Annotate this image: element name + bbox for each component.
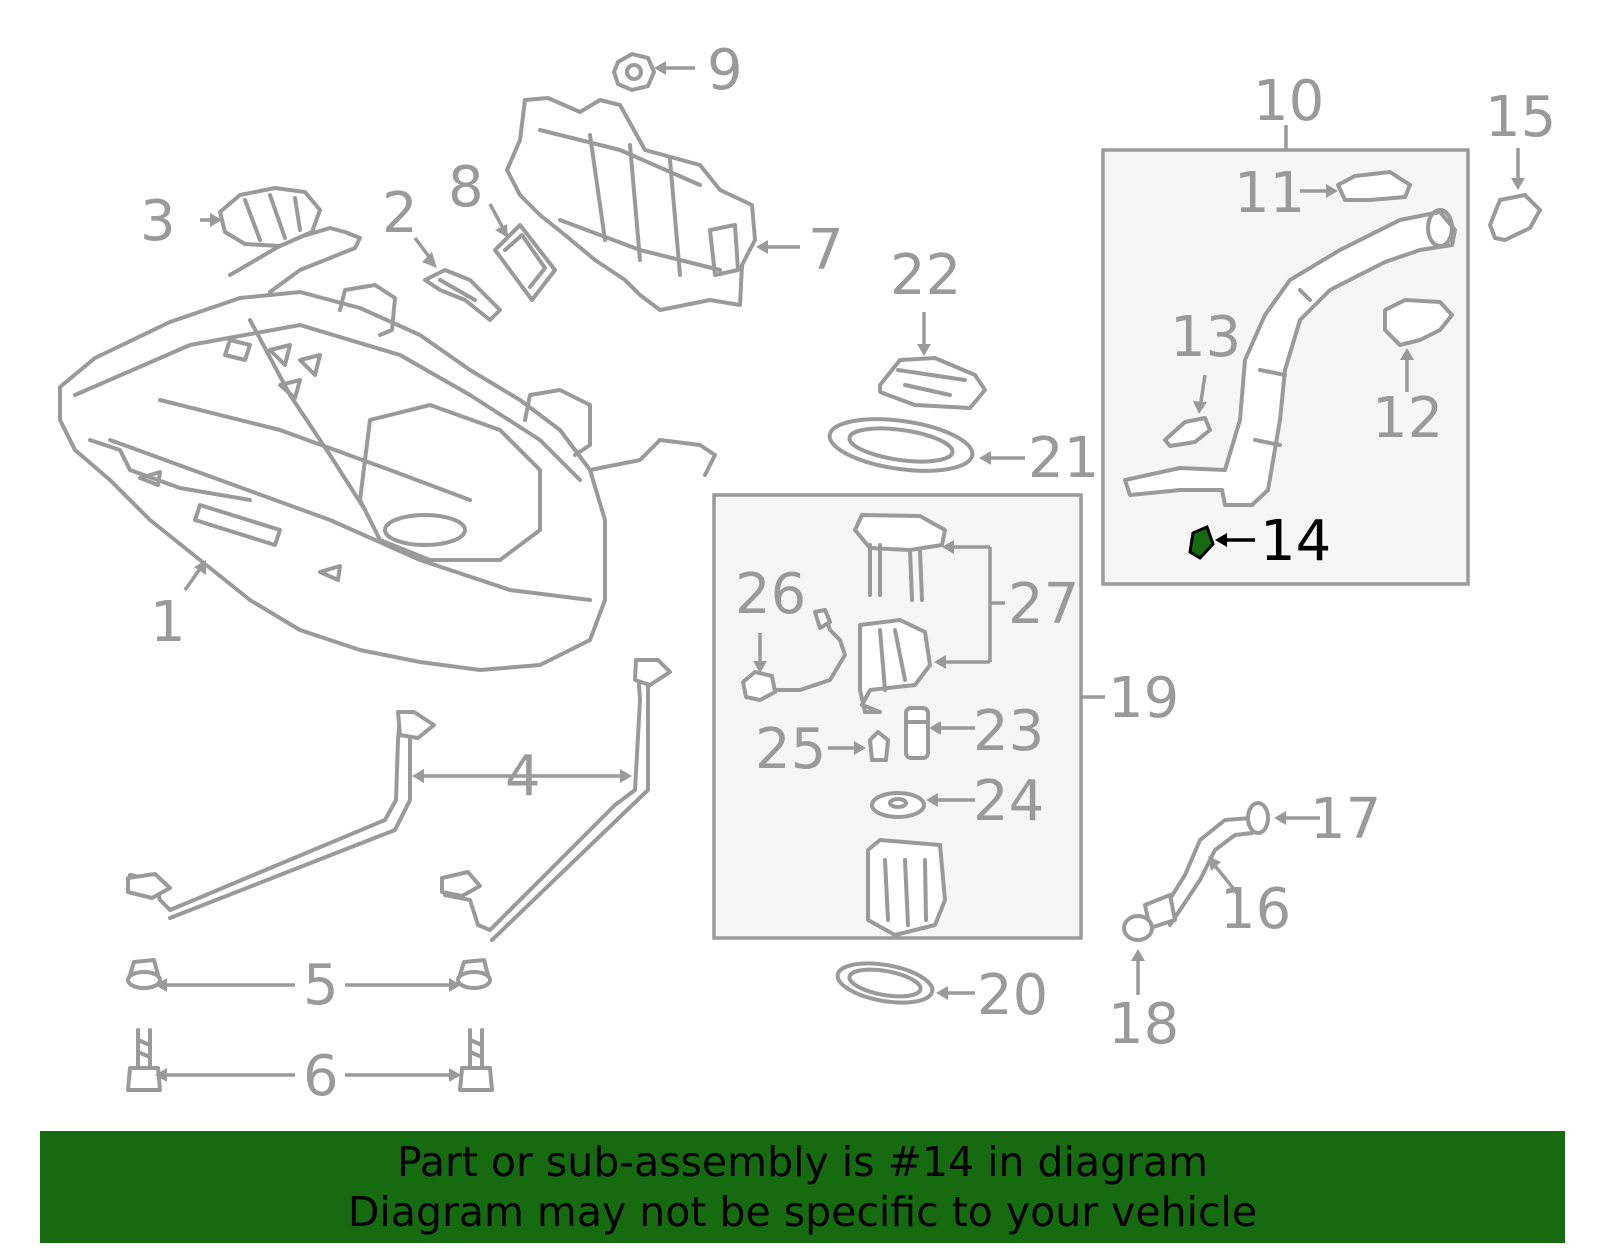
heat-insulator-part-2 — [423, 268, 502, 322]
nut-part-5-left — [126, 958, 162, 990]
fuel-tank-part — [58, 226, 717, 672]
callout-9: 9 — [707, 38, 743, 103]
callout-27: 27 — [1008, 572, 1079, 637]
gasket-part-21 — [827, 417, 975, 473]
regulator-part-24 — [870, 791, 926, 819]
cover-part-22 — [878, 356, 987, 410]
pump-reservoir-part — [866, 838, 947, 937]
pump-bracket-part-27 — [853, 513, 947, 714]
callout-22: 22 — [890, 243, 961, 308]
callout-2: 2 — [382, 181, 418, 246]
sensor-part-25 — [868, 730, 890, 762]
callout-20: 20 — [977, 963, 1048, 1028]
callout-7: 7 — [808, 218, 844, 283]
callout-11: 11 — [1234, 161, 1305, 226]
callout-24: 24 — [973, 769, 1044, 834]
bolt-part-6-left — [126, 1028, 162, 1092]
callout-26: 26 — [735, 562, 806, 627]
filler-pipe-part — [1123, 208, 1457, 507]
banner-line-2: Diagram may not be specific to your vehi… — [347, 1188, 1258, 1236]
callout-15: 15 — [1485, 85, 1556, 150]
filter-part-23 — [904, 706, 930, 760]
clamp-part-18 — [1122, 914, 1154, 942]
callout-17: 17 — [1310, 787, 1381, 852]
callout-13: 13 — [1170, 305, 1241, 370]
callout-5: 5 — [303, 953, 339, 1018]
callout-10: 10 — [1253, 69, 1324, 134]
seal-part-13 — [1163, 416, 1212, 448]
wire-harness-part-26 — [741, 608, 847, 702]
nut-part-5-right — [456, 958, 492, 990]
callout-25: 25 — [755, 717, 826, 782]
callout-19: 19 — [1108, 666, 1179, 731]
gasket-part-20 — [835, 961, 935, 1005]
callout-14: 14 — [1260, 509, 1331, 574]
bolt-part-6-right — [458, 1028, 494, 1092]
callout-12: 12 — [1372, 386, 1443, 451]
tank-strap-part-4-left — [126, 710, 436, 920]
nut-part-9 — [612, 52, 656, 92]
clip-part-14 — [1188, 524, 1215, 560]
cap-part-15 — [1488, 193, 1542, 242]
protector-part-12 — [1383, 298, 1454, 347]
protector-part-3 — [218, 186, 322, 248]
hose-part-16 — [1143, 816, 1254, 930]
callout-1: 1 — [150, 590, 186, 655]
callout-23: 23 — [973, 699, 1044, 764]
callout-21: 21 — [1028, 426, 1099, 491]
clamp-part-17 — [1246, 801, 1270, 835]
info-banner: Part or sub-assembly is #14 in diagram D… — [40, 1131, 1565, 1243]
callout-16: 16 — [1220, 877, 1291, 942]
callout-6: 6 — [303, 1044, 339, 1109]
callout-18: 18 — [1108, 992, 1179, 1057]
callout-4: 4 — [505, 744, 541, 809]
tank-strap-part-4-right — [440, 658, 672, 942]
heat-shield-part-7 — [505, 96, 757, 312]
banner-line-1: Part or sub-assembly is #14 in diagram — [396, 1138, 1209, 1186]
bracket-part-11 — [1336, 170, 1412, 202]
callout-8: 8 — [448, 155, 484, 220]
callout-3: 3 — [140, 189, 176, 254]
bracket-part-8 — [493, 223, 557, 302]
